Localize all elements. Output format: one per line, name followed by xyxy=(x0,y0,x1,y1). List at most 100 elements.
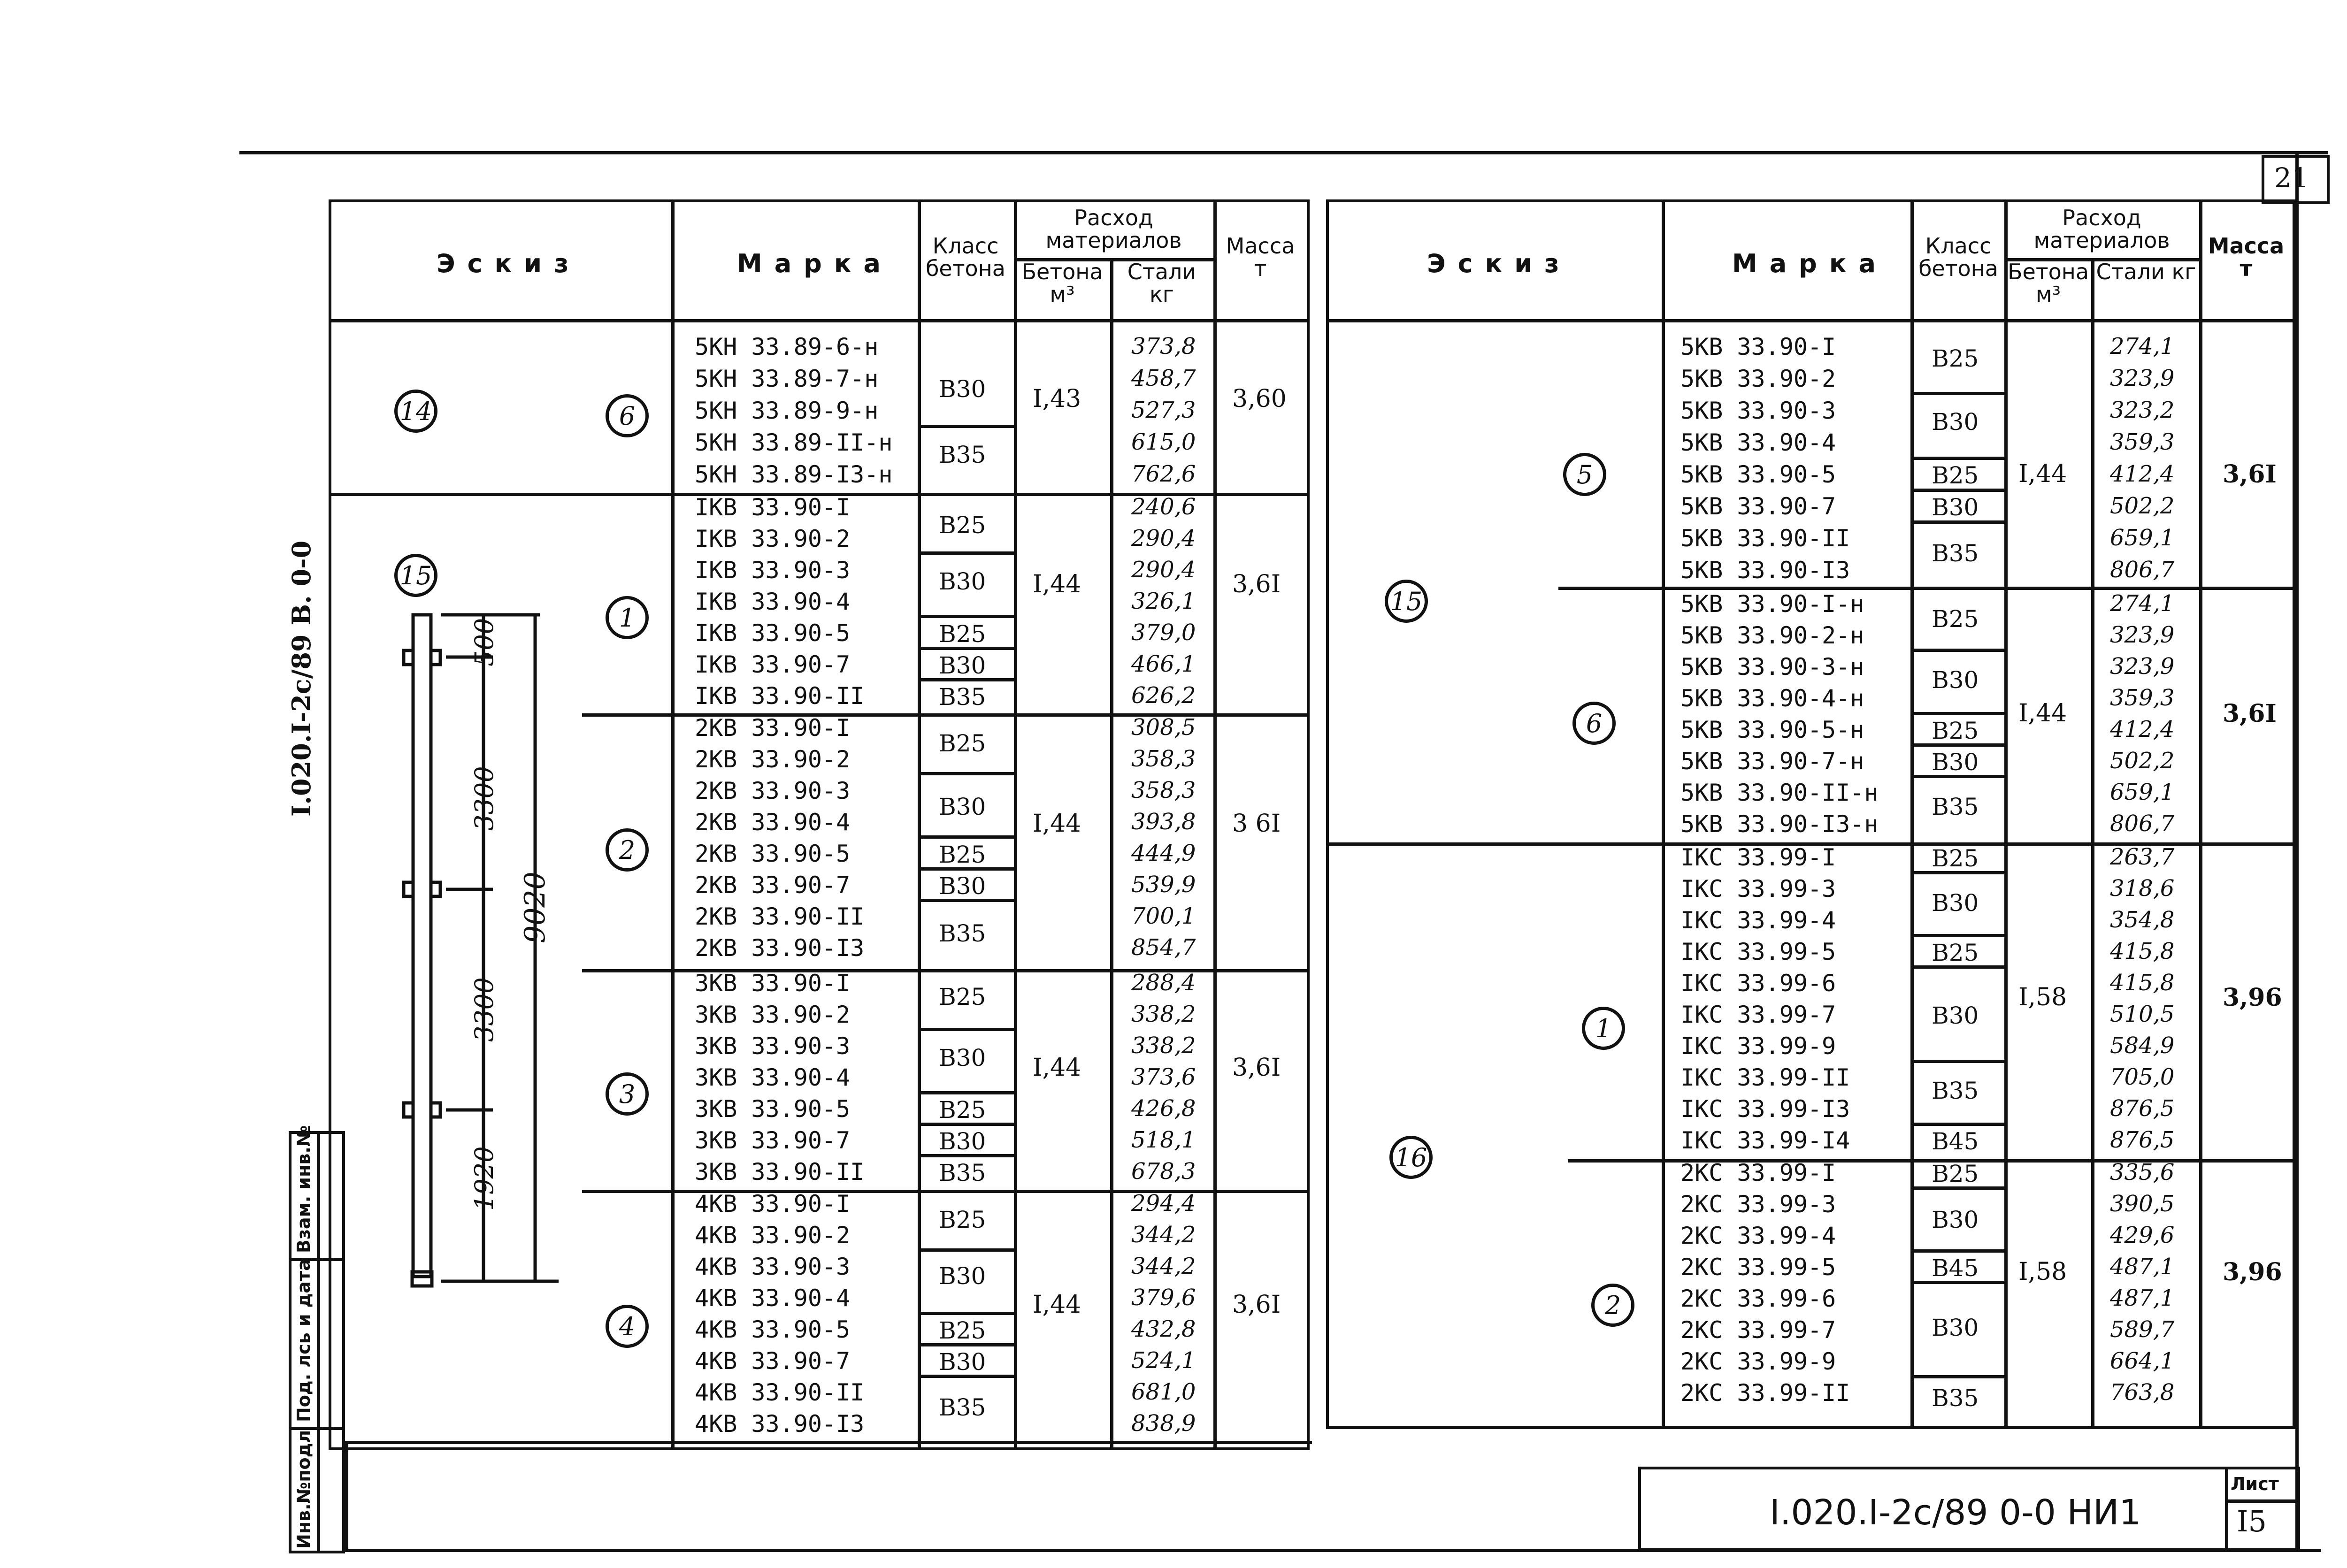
right-group-rule xyxy=(1558,587,2295,590)
class-rule xyxy=(1910,457,2004,460)
concrete-class: B30 xyxy=(939,652,986,679)
group-number-2-right: 2 xyxy=(1591,1284,1634,1327)
table-row-steel: 763,8 xyxy=(2110,1379,2175,1406)
class-rule xyxy=(1910,1249,2004,1253)
table-row-steel: 323,2 xyxy=(2110,397,2175,423)
table-row-mark: 5КН 33.89-I3-н xyxy=(695,461,893,488)
concrete-class: B30 xyxy=(1932,1314,1979,1341)
table-row-mark: IКВ 33.90-5 xyxy=(695,620,851,647)
concrete-class: B30 xyxy=(1932,494,1979,521)
table-row-mark: 5КВ 33.90-II xyxy=(1680,525,1850,552)
sketch-number-15: 15 xyxy=(394,554,437,597)
left-col-sep xyxy=(671,199,675,1450)
concrete-class: B35 xyxy=(1932,1384,1979,1412)
class-rule xyxy=(1910,1060,2004,1063)
left-header-sketch: Эскиз xyxy=(437,249,581,278)
concrete-class: B30 xyxy=(1932,749,1979,776)
class-rule xyxy=(918,1123,1014,1126)
sketch-number-14: 14 xyxy=(394,390,437,433)
table-row-mark: 2КВ 33.90-II xyxy=(695,903,865,930)
concrete-volume: I,44 xyxy=(1033,1291,1081,1319)
table-row-mark: 5КВ 33.90-5-н xyxy=(1680,716,1864,743)
table-row-mark: 5КВ 33.90-4-н xyxy=(1680,685,1864,712)
table-row-mark: 4КВ 33.90-5 xyxy=(695,1316,851,1343)
table-row-steel: 344,2 xyxy=(1131,1253,1196,1279)
table-row-steel: 458,7 xyxy=(1131,365,1196,391)
right-table xyxy=(1326,199,2295,1429)
stamp-label-sign: Под. лсь и дата xyxy=(293,1259,314,1422)
table-row-mark: 3КВ 33.90-I xyxy=(695,970,851,997)
concrete-class: B35 xyxy=(939,1394,986,1421)
table-row-mark: 5КВ 33.90-I3 xyxy=(1680,557,1850,584)
class-rule xyxy=(918,867,1014,871)
class-rule xyxy=(918,551,1014,555)
class-rule xyxy=(918,615,1014,618)
class-rule xyxy=(918,647,1014,650)
table-row-mark: 2КС 33.99-3 xyxy=(1680,1191,1836,1218)
table-row-steel: 806,7 xyxy=(2110,557,2175,583)
table-row-steel: 876,5 xyxy=(2110,1095,2175,1122)
concrete-class: B35 xyxy=(939,1159,986,1186)
table-row-mark: IКС 33.99-6 xyxy=(1680,970,1836,997)
table-row-steel: 290,4 xyxy=(1131,525,1196,551)
table-row-mark: IКВ 33.90-I xyxy=(695,494,851,521)
table-row-mark: IКВ 33.90-2 xyxy=(695,525,851,552)
table-row-steel: 390,5 xyxy=(2110,1191,2175,1217)
table-row-mark: 4КВ 33.90-7 xyxy=(695,1347,851,1375)
left-col-sep xyxy=(1014,199,1017,1450)
table-row-steel: 524,1 xyxy=(1131,1347,1196,1374)
table-row-steel: 700,1 xyxy=(1131,903,1196,929)
left-group-rule xyxy=(582,713,1310,717)
table-row-mark: 2КВ 33.90-I3 xyxy=(695,934,865,962)
table-row-steel: 876,5 xyxy=(2110,1127,2175,1153)
class-rule xyxy=(1910,520,2004,524)
table-row-steel: 326,1 xyxy=(1131,588,1196,614)
left-col-sep xyxy=(1110,258,1113,1450)
group-number-3: 3 xyxy=(606,1072,649,1116)
class-rule xyxy=(1910,871,2004,874)
table-row-steel: 323,9 xyxy=(2110,365,2175,391)
table-row-steel: 854,7 xyxy=(1131,934,1196,961)
left-table xyxy=(329,199,1310,1450)
concrete-class: B30 xyxy=(939,872,986,900)
table-row-mark: 3КВ 33.90-5 xyxy=(695,1095,851,1123)
class-rule xyxy=(918,678,1014,681)
table-row-steel: 359,3 xyxy=(2110,429,2175,455)
group-number-4: 4 xyxy=(606,1305,649,1348)
mass-value: 3,6I xyxy=(1232,1054,1281,1082)
table-row-steel: 429,6 xyxy=(2110,1222,2175,1248)
lower-rule xyxy=(345,1441,1312,1444)
table-row-mark: 5КВ 33.90-3-н xyxy=(1680,653,1864,681)
table-row-steel: 379,6 xyxy=(1131,1285,1196,1311)
concrete-volume: I,44 xyxy=(1033,570,1081,598)
class-rule xyxy=(918,899,1014,902)
table-row-mark: 3КВ 33.90-II xyxy=(695,1158,865,1186)
concrete-volume: I,44 xyxy=(2018,699,2067,727)
table-row-steel: 539,9 xyxy=(1131,872,1196,898)
concrete-class: B30 xyxy=(939,793,986,820)
table-row-steel: 359,3 xyxy=(2110,685,2175,711)
footer-block xyxy=(1638,1467,2300,1551)
class-rule xyxy=(1910,934,2004,937)
class-rule xyxy=(918,1154,1014,1157)
table-row-mark: IКС 33.99-5 xyxy=(1680,938,1836,965)
table-row-mark: 5КВ 33.90-I3-н xyxy=(1680,811,1879,838)
table-row-steel: 412,4 xyxy=(2110,716,2175,742)
table-row-steel: 432,8 xyxy=(1131,1316,1196,1342)
table-row-mark: 4КВ 33.90-I3 xyxy=(695,1410,865,1438)
table-row-steel: 344,2 xyxy=(1131,1222,1196,1248)
right-col-sep xyxy=(1662,199,1665,1429)
left-header-class: Класс бетона xyxy=(926,233,1005,282)
table-row-mark: IКС 33.99-7 xyxy=(1680,1001,1836,1028)
table-row-steel: 584,9 xyxy=(2110,1033,2175,1059)
side-label: I.020.I-2c/89 B. 0-0 xyxy=(286,540,316,817)
group-number-5: 5 xyxy=(1563,453,1606,496)
table-row-steel: 678,3 xyxy=(1131,1158,1196,1185)
table-row-steel: 240,6 xyxy=(1131,494,1196,520)
table-row-steel: 444,9 xyxy=(1131,840,1196,866)
group-number-6: 6 xyxy=(606,394,649,437)
table-row-mark: 5КВ 33.90-2 xyxy=(1680,365,1836,392)
table-row-steel: 806,7 xyxy=(2110,811,2175,837)
table-row-mark: IКВ 33.90-3 xyxy=(695,557,851,584)
table-row-mark: 2КС 33.99-9 xyxy=(1680,1348,1836,1375)
